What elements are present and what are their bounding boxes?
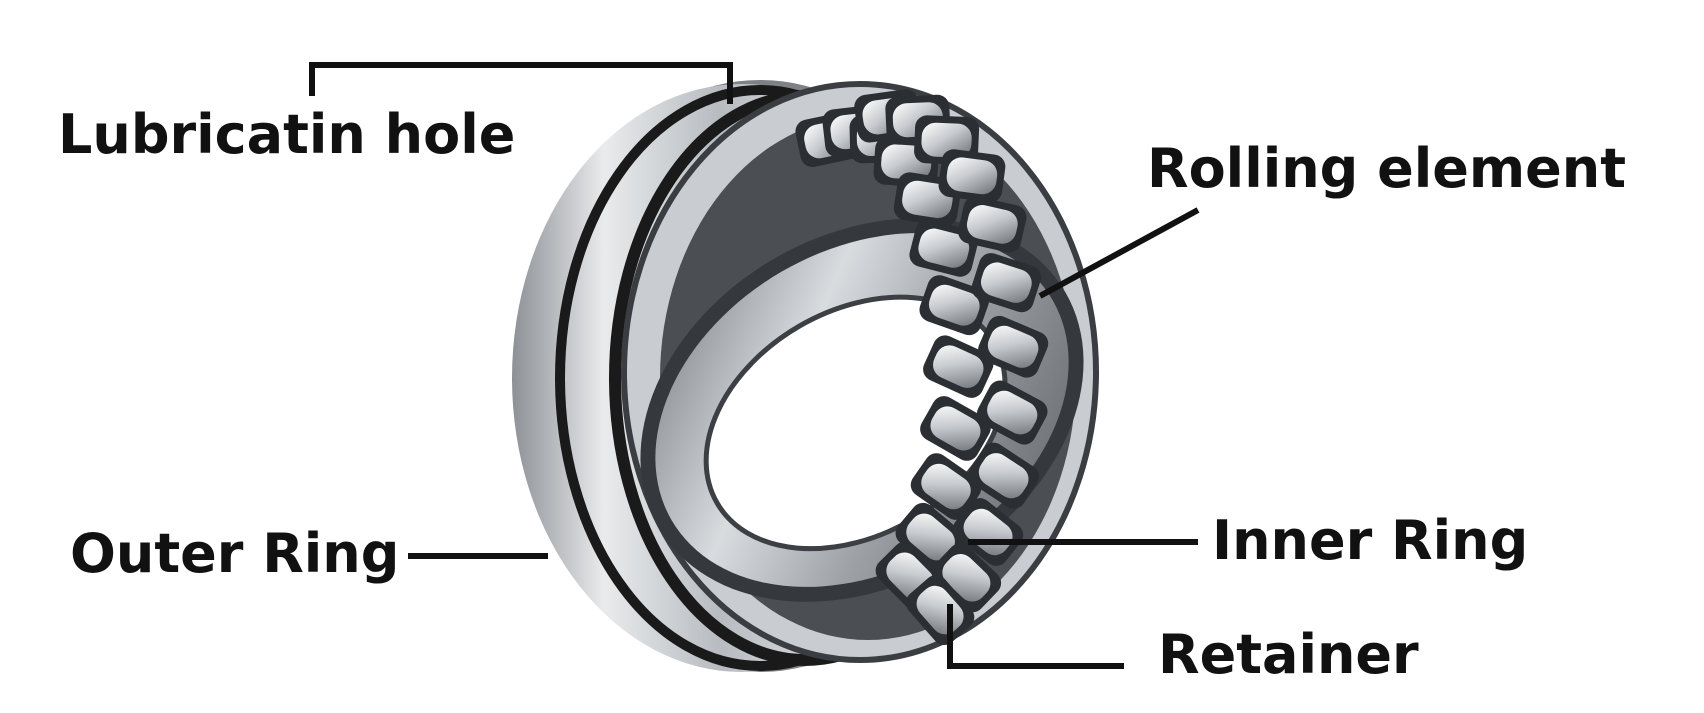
- rolling-element-roller: [987, 390, 1038, 435]
- roller-rows: [795, 89, 1049, 646]
- rolling-element-roller: [928, 284, 980, 326]
- lubrication-hole-leader: [309, 62, 733, 104]
- outer-ring-face-edge: [621, 81, 1099, 663]
- rolling-element-roller: [942, 554, 991, 602]
- rolling-element-roller: [921, 122, 972, 158]
- rolling-element-roller: [946, 157, 998, 195]
- rolling-element-roller: [978, 453, 1029, 499]
- rolling-element-label: Rolling element: [1147, 137, 1627, 200]
- rolling-element-roller: [980, 262, 1032, 303]
- rolling-element-roller: [921, 463, 971, 510]
- retainer-label: Retainer: [1158, 623, 1419, 686]
- retainer-leader: [947, 604, 1124, 669]
- rolling-element-roller: [987, 325, 1039, 368]
- rolling-element-roller: [933, 345, 984, 388]
- rolling-element-leader: [1038, 207, 1200, 299]
- rolling-element-roller: [906, 513, 955, 561]
- inner-ring-label: Inner Ring: [1212, 509, 1529, 572]
- rolling-element-roller: [930, 406, 981, 451]
- outer-ring-label: Outer Ring: [70, 522, 400, 585]
- rolling-element-roller: [918, 228, 970, 268]
- lubrication-hole-label: Lubricatin hole: [58, 103, 516, 166]
- rolling-element-roller: [966, 205, 1018, 244]
